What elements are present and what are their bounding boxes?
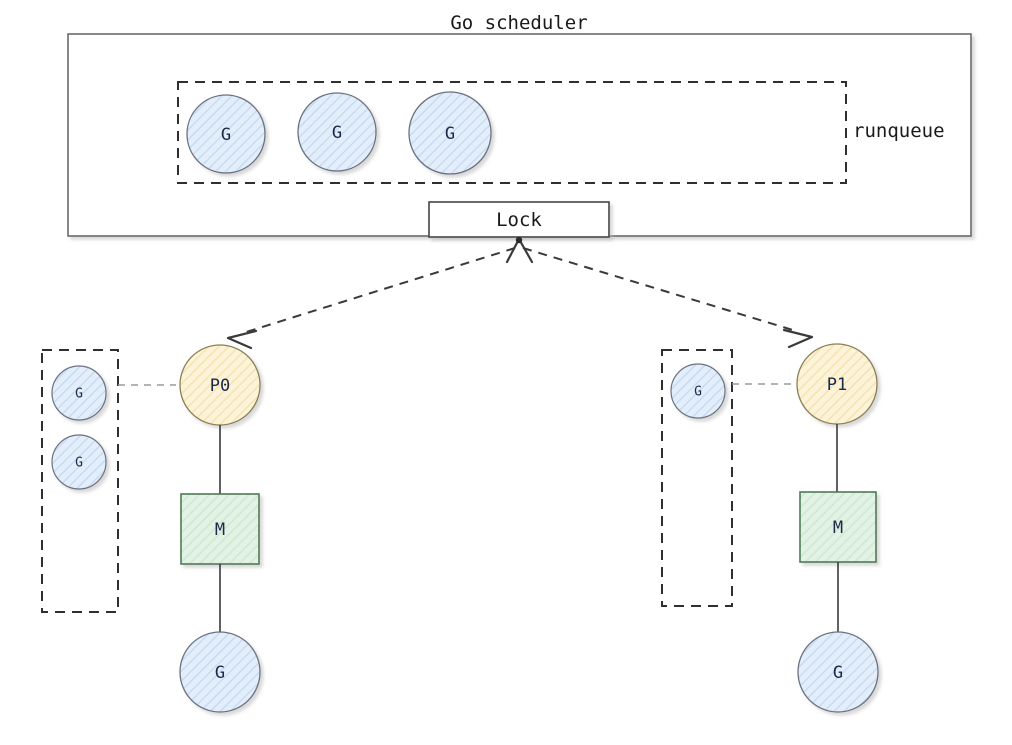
machine-node-p1[interactable]: M xyxy=(799,491,877,563)
goroutine-node[interactable]: G xyxy=(179,631,261,713)
goroutine-circle[interactable] xyxy=(51,434,107,490)
goroutine-circle[interactable] xyxy=(408,91,492,175)
goroutine-node[interactable]: G xyxy=(51,365,107,421)
goroutine-label: G xyxy=(75,456,83,471)
lock-anchor-dot-icon xyxy=(515,236,523,244)
processor-group-p1: G P1 M G xyxy=(661,343,879,713)
global-runqueue-box xyxy=(177,81,847,184)
goroutine-label: G xyxy=(221,125,231,145)
arrowhead-to-p1-icon xyxy=(782,328,814,349)
arrowhead-to-lock-icon xyxy=(505,237,534,264)
goroutine-circle[interactable] xyxy=(51,365,107,421)
lock-to-p0-line xyxy=(242,247,516,334)
goroutine-label: G xyxy=(332,123,342,143)
goroutine-circle[interactable] xyxy=(186,94,266,174)
goroutine-label: G xyxy=(833,663,843,683)
processor-label: P1 xyxy=(827,375,847,395)
arrowhead-to-p0-icon xyxy=(226,329,258,350)
machine-label: M xyxy=(833,518,843,538)
local-runqueue-box-p0 xyxy=(41,349,119,613)
global-runqueue-goroutines: G G G xyxy=(186,91,492,175)
goroutine-node[interactable]: G xyxy=(186,94,266,174)
goroutine-node[interactable]: G xyxy=(797,631,879,713)
goroutine-node[interactable]: G xyxy=(408,91,492,175)
goroutine-node[interactable]: G xyxy=(51,434,107,490)
goroutine-label: G xyxy=(75,387,83,402)
goroutine-circle[interactable] xyxy=(179,631,261,713)
machine-box[interactable] xyxy=(180,493,260,565)
lock-to-p1-line xyxy=(522,247,797,332)
goroutine-node[interactable]: G xyxy=(670,363,726,419)
goroutine-label: G xyxy=(445,124,455,144)
runqueue-label: runqueue xyxy=(853,120,945,142)
processor-group-p0: G G P0 M xyxy=(41,344,261,713)
processor-label: P0 xyxy=(210,376,230,396)
lock-connectors xyxy=(226,236,814,350)
page-title: Go scheduler xyxy=(450,12,587,34)
machine-box[interactable] xyxy=(799,491,877,563)
processor-node-p0[interactable]: P0 xyxy=(179,344,261,426)
goroutine-circle[interactable] xyxy=(670,363,726,419)
goroutine-node[interactable]: G xyxy=(297,92,377,172)
goroutine-circle[interactable] xyxy=(297,92,377,172)
goroutine-label: G xyxy=(215,663,225,683)
goroutine-label: G xyxy=(694,385,702,400)
local-runqueue-box-p1 xyxy=(661,349,733,607)
machine-label: M xyxy=(215,520,225,540)
processor-node-p1[interactable]: P1 xyxy=(796,343,878,425)
lock-label: Lock xyxy=(496,209,542,231)
machine-node-p0[interactable]: M xyxy=(180,493,260,565)
goroutine-circle[interactable] xyxy=(797,631,879,713)
lock-node[interactable]: Lock xyxy=(428,201,610,238)
